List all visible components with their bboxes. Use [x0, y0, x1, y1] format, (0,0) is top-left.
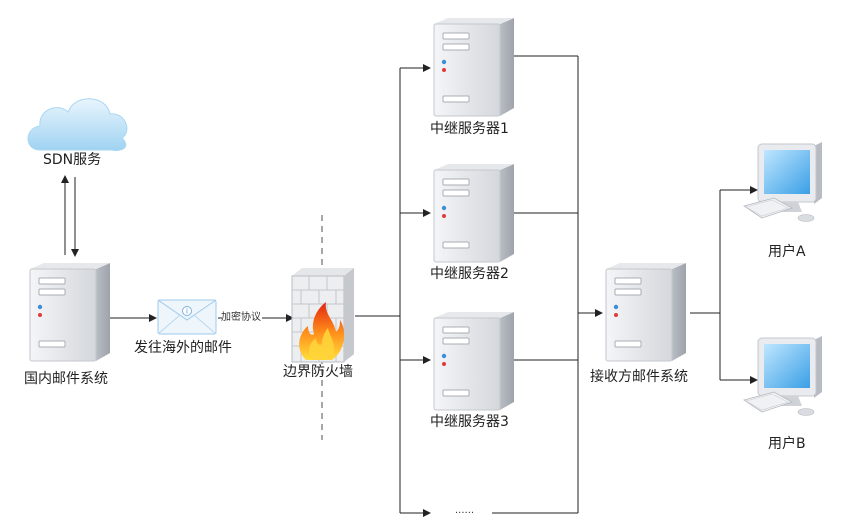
user-a-label: 用户A: [768, 244, 806, 260]
relay-server-1-label: 中继服务器1: [430, 121, 509, 137]
relay-more-label: ......: [455, 505, 475, 516]
receiver-mail-label: 接收方邮件系统: [590, 369, 688, 385]
server-icon: [433, 311, 515, 411]
firewall-icon: [291, 268, 354, 363]
server-icon: [433, 17, 515, 117]
monitor-icon: [743, 141, 823, 222]
relay-server-3-label: 中继服务器3: [430, 414, 509, 430]
monitor-icon: [743, 335, 823, 416]
firewall-label: 边界防火墙: [283, 364, 353, 380]
encryption-label: 加密协议: [221, 312, 261, 323]
connectors: [61, 55, 758, 517]
sdn-service-label: SDN服务: [43, 152, 102, 168]
server-icon: [605, 262, 687, 362]
domestic-mail-label: 国内邮件系统: [24, 371, 108, 387]
cloud-icon: [27, 98, 128, 151]
send-overseas-label: 发往海外的邮件: [134, 340, 232, 356]
relay-server-2-label: 中继服务器2: [430, 266, 509, 282]
envelope-icon: i: [157, 299, 217, 335]
user-b-label: 用户B: [768, 436, 806, 452]
svg-text:i: i: [186, 308, 188, 316]
server-icon: [433, 163, 515, 263]
server-icon: [29, 262, 111, 362]
